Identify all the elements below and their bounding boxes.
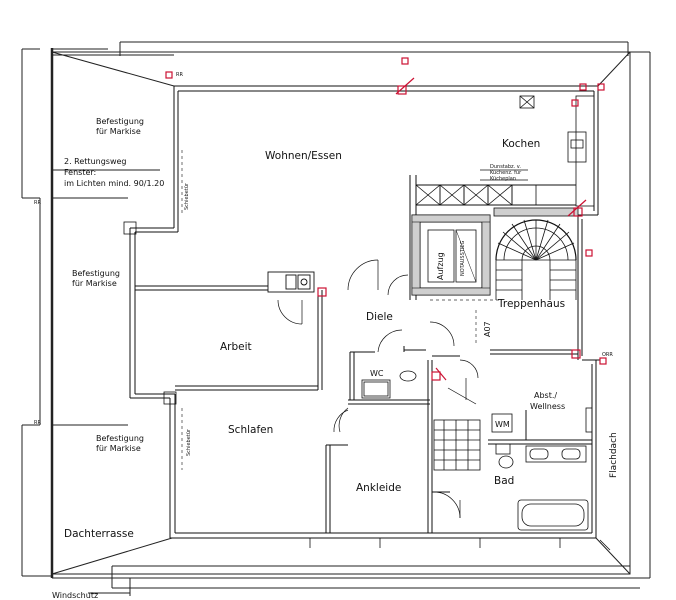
room-abst-line1: Abst./: [534, 391, 557, 400]
note-orr: ORR: [602, 352, 613, 358]
room-schlafen: Schlafen: [228, 424, 273, 436]
note-kitchen-3: Kücheplan: [490, 176, 516, 182]
room-wc: WC: [370, 369, 384, 378]
note-rr-1: RR: [176, 72, 183, 78]
note-wm: WM: [495, 420, 510, 429]
room-flachdach: Flachdach: [609, 432, 619, 478]
room-treppenhaus: Treppenhaus: [497, 298, 565, 310]
note-schiebetuer-2: Schiebetür: [186, 428, 192, 456]
note-kitchen-2: Küchenz. für: [490, 170, 522, 176]
note-notausstieg: NOTAUSSTIEG: [460, 241, 466, 276]
note-markise-top-2: für Markise: [96, 127, 141, 136]
room-kochen: Kochen: [502, 138, 540, 150]
room-abst-line2: Wellness: [530, 402, 565, 411]
room-bad: Bad: [494, 475, 514, 487]
elevator-shaft: [411, 214, 491, 296]
dashed-lines: [181, 150, 500, 470]
room-labels: Wohnen/Essen Kochen Arbeit Diele Treppen…: [64, 138, 619, 540]
note-rettungsweg-2: Fenster:: [64, 168, 96, 177]
room-aufzug: Aufzug: [436, 252, 445, 280]
interior-walls: [135, 175, 592, 533]
note-a07: A07: [483, 321, 492, 337]
exterior-walls: [129, 85, 600, 539]
note-markise-mid-1: Befestigung: [72, 269, 120, 278]
note-rr-3: RR: [34, 420, 41, 426]
note-windschutz: Windschutz: [52, 591, 98, 600]
note-markise-mid-2: für Markise: [72, 279, 117, 288]
room-arbeit: Arbeit: [220, 341, 252, 353]
note-rettungsweg-1: 2. Rettungsweg: [64, 157, 127, 166]
room-wohnen-essen: Wohnen/Essen: [265, 150, 342, 162]
note-kitchen-1: Dunstabz. v.: [490, 164, 521, 170]
chimney: [267, 271, 315, 293]
kitchen-fittings: [415, 95, 595, 207]
note-rettungsweg-3: im Lichten mind. 90/1.20: [64, 179, 164, 188]
note-markise-top-1: Befestigung: [96, 117, 144, 126]
note-schiebetuer-1: Schiebetür: [184, 182, 190, 210]
room-ankleide: Ankleide: [356, 482, 401, 494]
bathroom-fixtures: [361, 370, 589, 531]
room-dachterrasse: Dachterrasse: [64, 528, 134, 540]
staircase: [493, 207, 579, 300]
note-rr-2: RR: [34, 200, 41, 206]
note-markise-bot-1: Befestigung: [96, 434, 144, 443]
doors: [277, 259, 479, 519]
plan-notes: Befestigung für Markise Befestigung für …: [34, 72, 613, 600]
note-markise-bot-2: für Markise: [96, 444, 141, 453]
room-diele: Diele: [366, 311, 393, 323]
terrace-boundary: [21, 41, 651, 596]
misc-shapes: [123, 221, 611, 551]
red-markers: [165, 57, 607, 381]
